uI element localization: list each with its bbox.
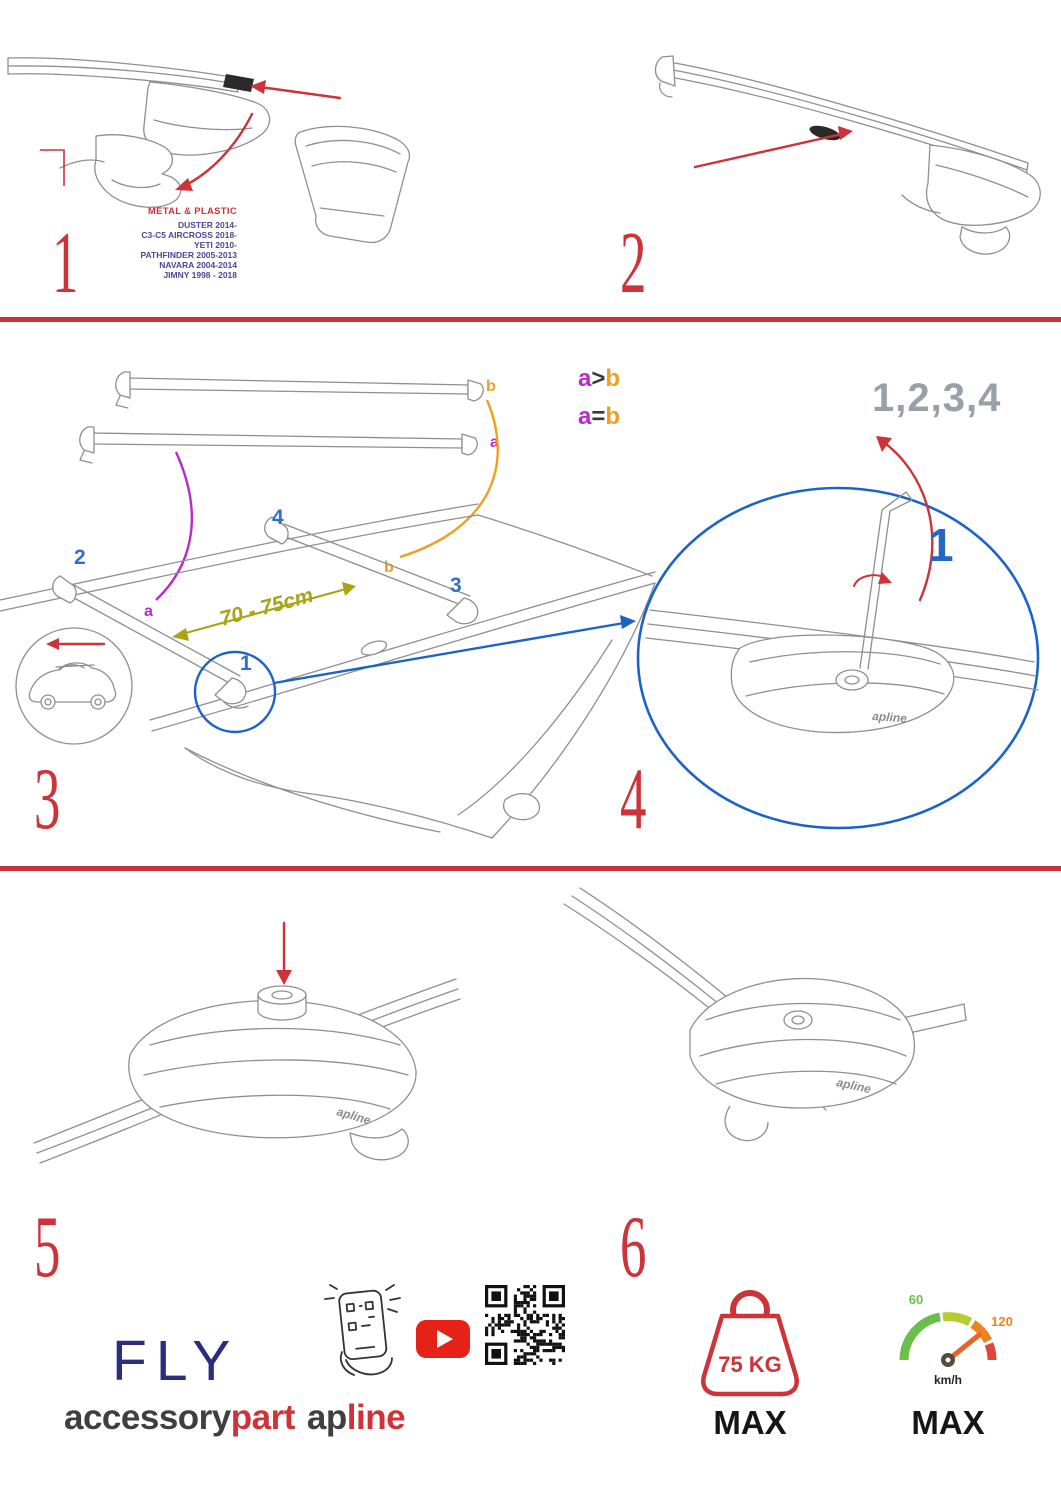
bar-endcap [223, 74, 254, 92]
zoom-circle-large [636, 486, 1040, 830]
model-line: YETI 2010- [194, 240, 237, 250]
speedometer-icon: 60 120 km/h [899, 1292, 1013, 1387]
step-1-drawing [7, 57, 411, 244]
rubber-pad-drawing [294, 125, 411, 244]
section-divider-2 [0, 866, 1061, 871]
measure-arrow [172, 582, 356, 641]
tighten-sequence: 1,2,3,4 [872, 376, 1002, 420]
weight-max-label: MAX [713, 1404, 787, 1441]
zoom-pointer-arrow [273, 615, 636, 685]
weight-max-icon: 75 KG [701, 1290, 799, 1397]
position-3: 3 [450, 574, 462, 597]
step-3-number: 3 [34, 751, 61, 848]
bar-length-legend: a>b a=b [578, 360, 620, 436]
position-1: 1 [240, 652, 252, 675]
speed-low: 60 [909, 1292, 923, 1307]
clamp-drawing [689, 977, 915, 1142]
step-2-number: 2 [620, 215, 647, 312]
model-line: C3-C5 AIRCROSS 2018- [141, 230, 237, 240]
roof-label-a: a [144, 603, 153, 620]
step-6-number: 6 [620, 1199, 647, 1296]
step-5-drawing: apline [33, 921, 461, 1164]
guide-curve-b [399, 399, 499, 559]
step-4-drawing: apline [636, 436, 1040, 830]
model-line: JIMNY 1998 - 2018 [163, 270, 237, 280]
compatibility-list: METAL & PLASTIC DUSTER 2014- C3-C5 AIRCR… [95, 206, 237, 280]
allen-key-drawing [859, 491, 913, 670]
sequence-arrow [876, 436, 934, 602]
speed-max-label: MAX [911, 1404, 985, 1441]
speed-unit: km/h [934, 1373, 962, 1387]
model-line: DUSTER 2014- [177, 220, 237, 230]
legend-row-eq: a=b [578, 403, 621, 430]
bar-label-a: a [490, 434, 499, 451]
bar-label-b: b [486, 378, 496, 395]
speed-high: 120 [991, 1314, 1013, 1329]
loose-bars-drawing [79, 371, 484, 464]
phone-scan-icon [324, 1284, 401, 1376]
position-4: 4 [272, 506, 284, 529]
clamp-drawing [128, 985, 417, 1161]
tighten-first: 1 [928, 519, 954, 571]
brand-accessory: accessory [64, 1398, 231, 1437]
position-2: 2 [74, 546, 86, 569]
product-name: FLY [112, 1329, 240, 1393]
youtube-play-icon [416, 1320, 470, 1358]
legend-row-gt: a>b [578, 365, 621, 392]
section-divider-1 [0, 317, 1061, 322]
model-line: NAVARA 2004-2014 [159, 260, 237, 270]
step-3-drawing: b a b a [0, 371, 656, 839]
roof-label-b: b [384, 559, 394, 576]
step-6-drawing: apline [563, 887, 967, 1142]
qr-code [485, 1285, 565, 1365]
clamp-drawing [730, 634, 955, 734]
knob [257, 985, 307, 1021]
model-line: PATHFINDER 2005-2013 [140, 250, 237, 260]
guide-curve-a [155, 451, 194, 601]
step-1-number: 1 [52, 215, 79, 312]
measure-label: 70 - 75cm [217, 584, 315, 631]
press-arrow [276, 921, 292, 985]
brand-mark: apline [872, 709, 908, 725]
car-direction-inset [15, 627, 133, 745]
brand-line: line [346, 1398, 406, 1437]
red-arrows [40, 80, 342, 191]
weight-value: 75 KG [718, 1352, 782, 1377]
bar-foot-drawing [901, 144, 1041, 255]
zoom-circle-small [193, 650, 277, 734]
brand-part: part [230, 1398, 296, 1437]
step-2-drawing [654, 55, 1041, 255]
step-5-number: 5 [34, 1199, 61, 1296]
material-label: METAL & PLASTIC [147, 206, 237, 217]
crossbar-foot-drawing [7, 57, 271, 208]
rotate-arrow [853, 572, 892, 587]
step-4-number: 4 [620, 751, 647, 848]
red-arrow [693, 126, 853, 169]
brand-ap: ap [306, 1398, 347, 1437]
